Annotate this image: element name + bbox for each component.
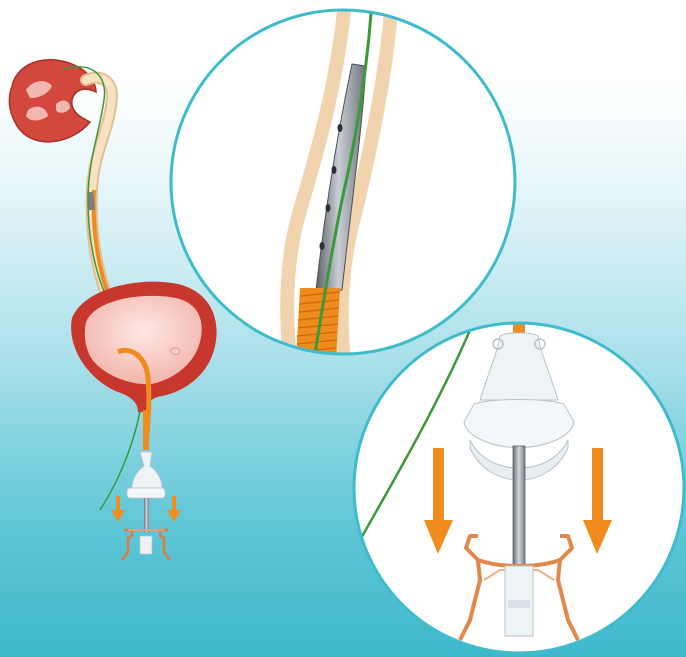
- overview-arrow-right: [167, 496, 181, 522]
- overview-arrow-left: [111, 496, 125, 522]
- kidney: [9, 60, 96, 142]
- overview-pusher: [122, 410, 170, 560]
- stent-tip-detail-circle: [171, 0, 515, 360]
- bladder: [71, 282, 216, 412]
- detail-pusher-rod: [513, 446, 525, 566]
- pusher-detail-circle: [354, 316, 684, 653]
